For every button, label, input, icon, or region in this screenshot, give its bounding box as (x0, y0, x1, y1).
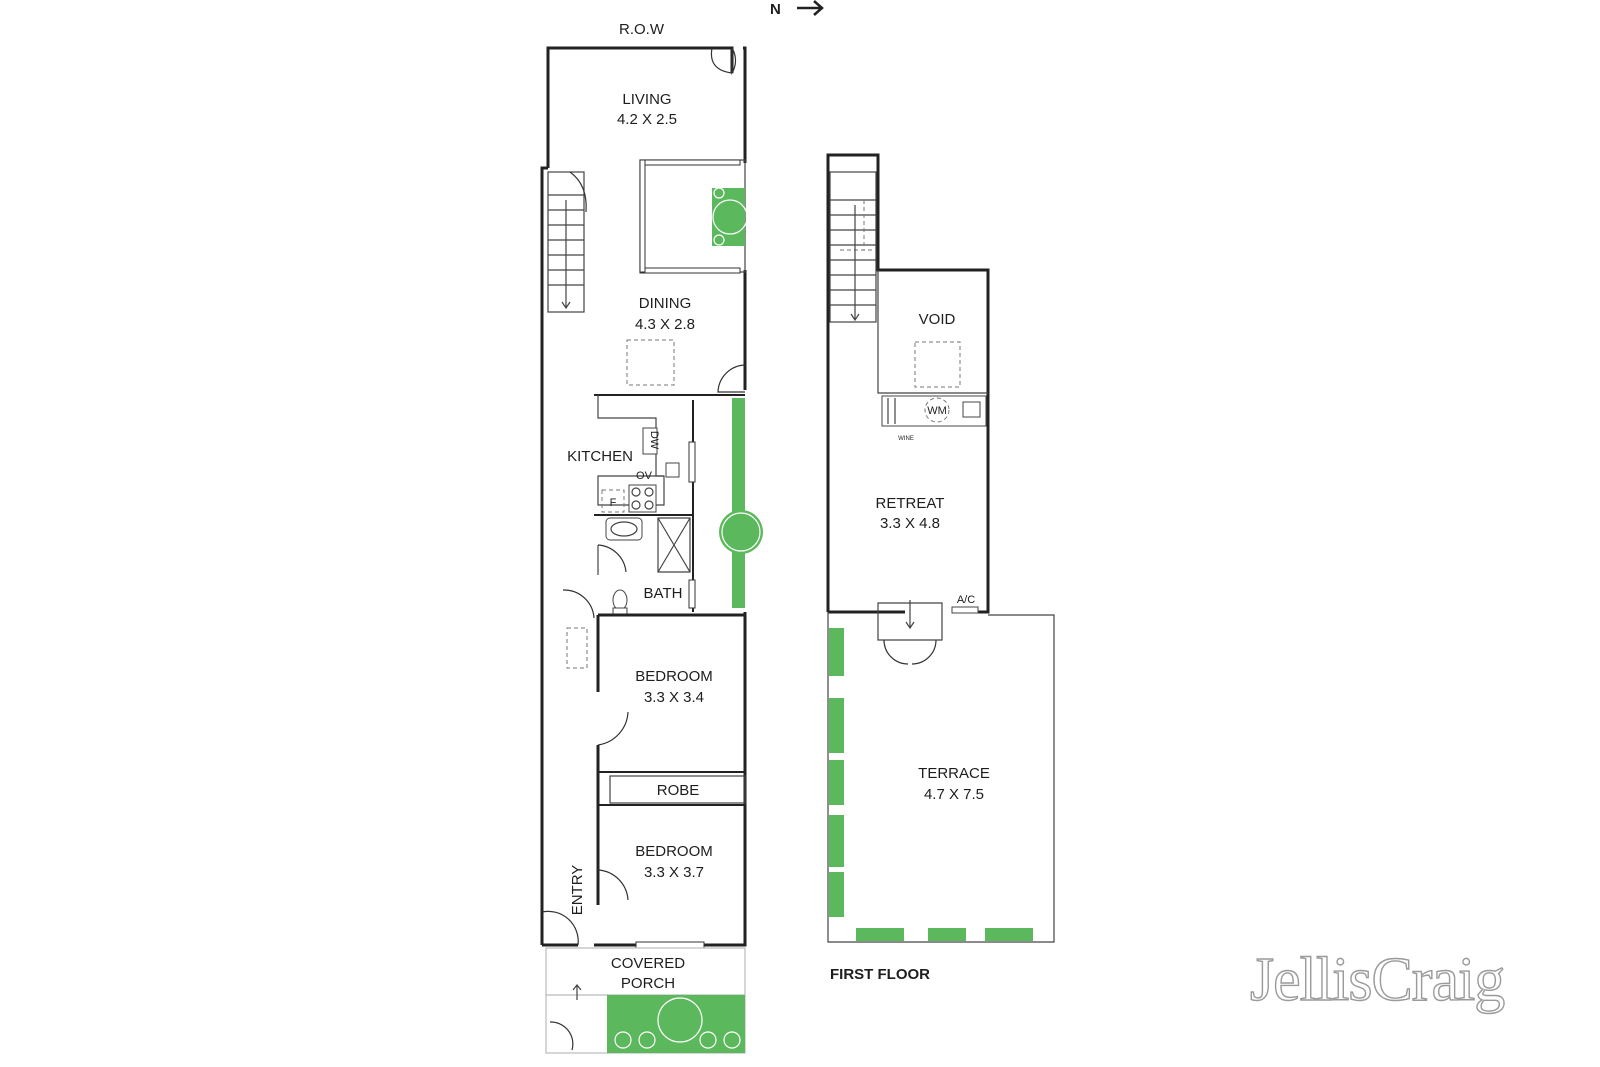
stairs (547, 171, 587, 313)
bath-name: BATH (644, 585, 683, 602)
ground-floor-plan: R.O.W (540, 21, 763, 1054)
porch-line2: PORCH (621, 975, 675, 992)
first-floor-plan: VOID WM WINE RETREAT 3.3 X 4.8 A/C TERRA… (826, 153, 1055, 983)
wm-label: WM (927, 405, 947, 417)
arrow-right-icon (797, 0, 824, 16)
first-floor-walls (826, 153, 990, 614)
fridge (601, 489, 625, 513)
side-planting (732, 398, 745, 608)
ac-label: A/C (957, 594, 975, 606)
living-top-wall (546, 46, 734, 168)
void-area (877, 270, 988, 394)
retreat-size: 3.3 X 4.8 (880, 515, 940, 532)
tree-icon (719, 510, 763, 554)
robe-name: ROBE (657, 782, 700, 799)
ov-label: OV (636, 470, 653, 482)
dishwasher (642, 427, 658, 455)
dining-table (626, 339, 675, 386)
entry-name: ENTRY (569, 865, 586, 916)
porch-line1: COVERED (611, 955, 685, 972)
terrace-size: 4.7 X 7.5 (924, 786, 984, 803)
bedroom1-size: 3.3 X 3.4 (644, 689, 704, 706)
dining-name: DINING (639, 295, 692, 312)
kitchen-name: KITCHEN (567, 448, 633, 465)
front-garden (607, 995, 745, 1053)
retreat-name: RETREAT (876, 495, 945, 512)
row-label: R.O.W (619, 21, 665, 38)
tree-icon (712, 199, 748, 235)
first-floor-label: FIRST FLOOR (830, 966, 930, 983)
terrace-name: TERRACE (918, 765, 990, 782)
void-name: VOID (919, 311, 956, 328)
living-name: LIVING (622, 91, 671, 108)
wine-label: WINE (898, 436, 914, 442)
dw-label: DW (648, 431, 660, 450)
brand-logo: JellisCraig (1250, 946, 1504, 1014)
living-size: 4.2 X 2.5 (617, 111, 677, 128)
north-arrow: N (770, 0, 824, 18)
terrace-planters (829, 628, 1033, 941)
bedroom2-name: BEDROOM (635, 843, 713, 860)
cooktop (628, 484, 657, 513)
bedroom2-size: 3.3 X 3.7 (644, 864, 704, 881)
ac-unit (951, 606, 979, 614)
robe-cabinet (609, 775, 746, 804)
tree-icon (657, 997, 703, 1043)
terrace-outline (827, 612, 1055, 943)
toilet (612, 589, 628, 611)
stairs (829, 171, 877, 323)
shower (657, 517, 691, 573)
west-wall (540, 166, 548, 945)
east-wall (594, 612, 747, 947)
washing-machine (924, 397, 950, 423)
dining-size: 4.3 X 2.8 (635, 316, 695, 333)
courtyard-planting (712, 188, 745, 246)
north-label: N (770, 1, 781, 18)
fridge-label: F (610, 497, 617, 509)
bedroom1-name: BEDROOM (635, 668, 713, 685)
